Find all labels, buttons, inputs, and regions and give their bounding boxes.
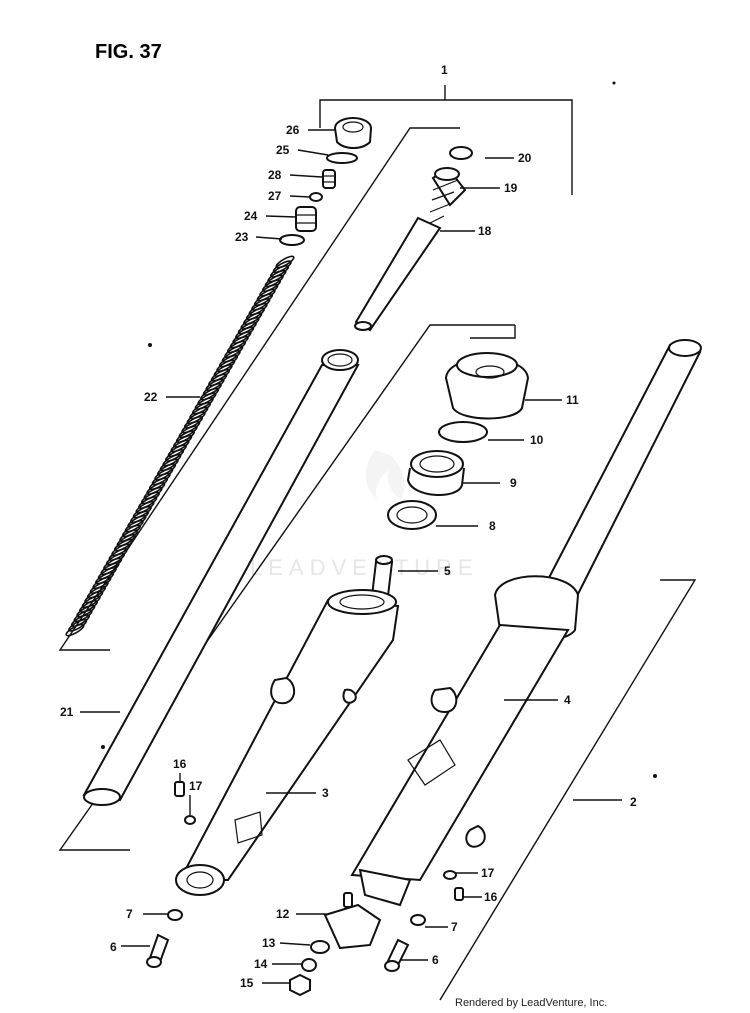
callout-23: 23 <box>235 230 249 244</box>
callout-2: 2 <box>630 795 637 809</box>
part-washer-13 <box>310 940 330 954</box>
credit-text: Rendered by LeadVenture, Inc. <box>455 997 607 1009</box>
callout-27: 27 <box>268 189 282 203</box>
callout-6-left: 6 <box>110 940 117 954</box>
part-outer-fork-tube-left <box>175 589 400 896</box>
part-bolt-6-right <box>384 938 410 972</box>
callout-labels: 1 2 3 4 5 6 6 7 7 8 9 10 11 12 13 14 15 … <box>60 63 637 990</box>
callout-17-right: 17 <box>481 866 495 880</box>
callout-16-right: 16 <box>484 890 498 904</box>
callout-22: 22 <box>144 390 158 404</box>
callout-26: 26 <box>286 123 300 137</box>
part-oil-seal <box>406 450 465 497</box>
part-spacer-collar <box>295 206 317 232</box>
part-spacer-seal <box>387 500 437 530</box>
part-washer-7-left <box>167 909 183 921</box>
callout-12: 12 <box>276 907 290 921</box>
part-axle-holder <box>323 892 382 950</box>
callout-28: 28 <box>268 168 282 182</box>
callout-1: 1 <box>441 63 448 77</box>
part-washer-17-left <box>184 815 196 825</box>
leader-lines <box>80 129 622 984</box>
part-small-o-ring <box>309 192 323 202</box>
callout-13: 13 <box>262 936 276 950</box>
part-fork-assembly-right <box>350 339 702 907</box>
stray-dot <box>148 343 152 347</box>
callout-19: 19 <box>504 181 518 195</box>
part-o-ring <box>326 152 358 164</box>
figure-title: FIG. 37 <box>95 41 162 63</box>
part-fork-cap-bolt <box>334 117 372 149</box>
callout-5: 5 <box>444 564 451 578</box>
callout-7-right: 7 <box>451 920 458 934</box>
callout-14: 14 <box>254 957 268 971</box>
stray-dot <box>612 81 616 85</box>
part-washer-7-right <box>410 914 426 926</box>
part-dust-seal <box>444 352 530 420</box>
callout-8: 8 <box>489 519 496 533</box>
callout-4: 4 <box>564 693 571 707</box>
callout-3: 3 <box>322 786 329 800</box>
callout-11: 11 <box>566 393 579 407</box>
stray-dot <box>653 774 657 778</box>
part-bolt-16-right <box>454 887 464 901</box>
part-bolt-6-left <box>146 933 170 968</box>
watermark-logo <box>365 450 405 500</box>
callout-20: 20 <box>518 151 532 165</box>
part-bolt-16-left <box>174 781 185 797</box>
bracket-group-1 <box>58 85 573 651</box>
part-retaining-ring <box>438 421 488 443</box>
part-washer-17-right <box>443 870 457 880</box>
callout-21: 21 <box>60 705 74 719</box>
part-nut-15 <box>289 973 311 997</box>
watermark-text: LEADVENTURE <box>250 555 479 580</box>
part-spring-washer-14 <box>301 958 317 972</box>
part-fork-spring <box>65 255 295 637</box>
callout-24: 24 <box>244 209 258 223</box>
bracket-group-2 <box>58 324 697 1001</box>
part-valve <box>322 169 336 189</box>
part-damper-rod <box>354 146 473 332</box>
callout-6-right: 6 <box>432 953 439 967</box>
callout-17-left: 17 <box>189 779 203 793</box>
callout-18: 18 <box>478 224 492 238</box>
callout-10: 10 <box>530 433 544 447</box>
callout-9: 9 <box>510 476 517 490</box>
callout-7-left: 7 <box>126 907 133 921</box>
part-inner-fork-tube <box>82 349 360 806</box>
spring-coil <box>65 623 85 637</box>
callout-16-left: 16 <box>173 757 187 771</box>
callout-25: 25 <box>276 143 290 157</box>
part-washer <box>279 234 305 246</box>
part-oil-lock-piece <box>370 555 394 597</box>
callout-15: 15 <box>240 976 254 990</box>
